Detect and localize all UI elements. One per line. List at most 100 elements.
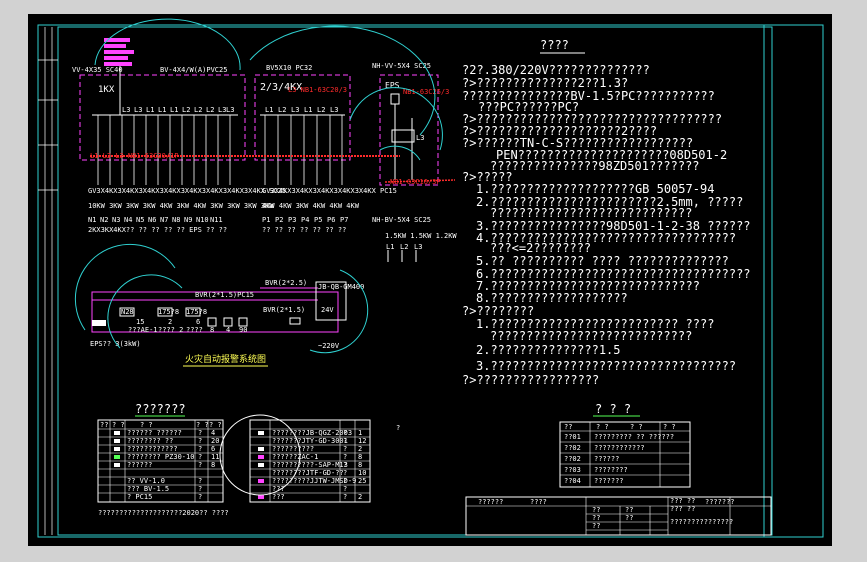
svg-text:?>????????????????????????????: ?>?????????????????????????????????? xyxy=(462,112,722,126)
title-block-logo: ??????? xyxy=(705,498,735,506)
svg-text:???<=2????????: ???<=2???????? xyxy=(490,241,591,255)
fire-device-counts: 15 2 6 8 4 90 ???AE-1 ???? 2 ???? xyxy=(128,318,247,334)
legend-left-title: ??????? xyxy=(135,402,186,416)
svg-text:?>??????TN-C-S????????????????: ?>??????TN-C-S?????????????????? xyxy=(462,136,693,150)
svg-text:1.????????????????????GB 50057: 1.????????????????????GB 50057-94 xyxy=(476,182,714,196)
legend-table-left[interactable]: ??????? ?? ? ? ? ? ? ? ? ? ?????? ??????… xyxy=(97,402,229,517)
svg-text:? ?: ? ? xyxy=(140,421,153,429)
svg-text:2: 2 xyxy=(358,493,362,501)
svg-text:?: ? xyxy=(198,485,202,493)
distribution-panel-234kx[interactable]: 2/3/4KX BV5X10 PC32 L3 NB1-63C20/3 L1 L2… xyxy=(254,64,351,185)
svg-text:L3: L3 xyxy=(134,106,142,114)
svg-text:?: ? xyxy=(343,485,347,493)
svg-text:????????????: ???????????? xyxy=(127,445,178,453)
svg-text:L1: L1 xyxy=(158,106,166,114)
svg-text:N11: N11 xyxy=(210,216,223,224)
svg-text:4: 4 xyxy=(226,326,230,334)
legend-table-right[interactable]: ? ? ? ?? ? ? ? ? ? ? ??01????????? ?? ??… xyxy=(559,402,691,488)
svg-text:PEN?????????????????????08D501: PEN?????????????????????08D501-2 xyxy=(496,148,727,162)
svg-text:?: ? xyxy=(343,429,347,437)
svg-text:????????????: ???????????? xyxy=(594,444,645,452)
svg-text:15: 15 xyxy=(136,318,144,326)
panel-eps-box xyxy=(379,74,439,186)
panel-234kx-breaker-labels: L1 L2 L3 L1 L2 L3 xyxy=(265,106,338,114)
title-block-project: ??????????????? xyxy=(670,518,733,526)
svg-text:P4: P4 xyxy=(301,216,309,224)
distribution-panel-eps[interactable]: EPS NH-VV-5X4 SC25 NB1-63C25/3 L3 NB1-63… xyxy=(372,62,449,186)
panel-eps-breaker-label: L3 xyxy=(416,134,424,142)
svg-text:? ?: ? ? xyxy=(596,423,609,431)
svg-text:L3: L3 xyxy=(414,243,422,251)
svg-text:???: ??? xyxy=(272,493,285,501)
fire-power-label: ~220V xyxy=(318,342,340,350)
left-margin-strip xyxy=(38,27,58,535)
svg-text:?>????????????????????2????: ?>????????????????????2???? xyxy=(462,124,657,138)
legend-right-rows: ??01????????? ?? ?????? ??02????????????… xyxy=(564,433,674,485)
svg-text:?>?????????????????: ?>????????????????? xyxy=(462,373,599,387)
svg-text:N8: N8 xyxy=(172,216,180,224)
svg-text:???????????????BV-1.5?PC??????: ???????????????BV-1.5?PC??????????? xyxy=(462,89,715,103)
fire-alarm-system-diagram[interactable]: BVR(2*1.5)PC15 BVR(2*2.5) BVR(2*1.5) JB-… xyxy=(74,243,369,367)
svg-text:?????????JJTW-JMSD-9: ?????????JJTW-JMSD-9 xyxy=(272,477,356,485)
svg-text:?: ? xyxy=(343,453,347,461)
cad-selection-arcs xyxy=(94,18,443,161)
title-block-cells: ?? ?? ?? ?? ?? xyxy=(592,506,633,530)
fire-eps-device xyxy=(92,320,106,326)
svg-text:P1: P1 xyxy=(262,216,270,224)
panel-1kx-feeder-tags xyxy=(104,38,134,66)
svg-text:3.????????????????????????????: 3.?????????????????????????????????? xyxy=(476,359,736,373)
svg-text:6: 6 xyxy=(196,318,200,326)
fire-devices: N28 175?8 175?8 xyxy=(119,307,301,327)
svg-text:??: ?? xyxy=(564,423,572,431)
svg-text:P2: P2 xyxy=(275,216,283,224)
svg-text:L3: L3 xyxy=(218,106,226,114)
panel-234kx-red: L3 NB1-63C20/3 xyxy=(288,86,347,94)
legend-table-middle[interactable]: ????????JB-QGZ-2003?1 ???????JTY-GD-3001… xyxy=(219,414,400,503)
title-block-code-b: ??? ?? xyxy=(670,505,695,513)
fire-control-panel[interactable] xyxy=(315,281,347,321)
svg-text:1.??????????????????????????: 1.?????????????????????????? ???? xyxy=(476,317,714,331)
svg-text:P3: P3 xyxy=(288,216,296,224)
svg-text:??????: ?????? xyxy=(127,461,152,469)
svg-text:11: 11 xyxy=(211,453,219,461)
svg-text:??: ?? xyxy=(625,514,633,522)
svg-text:??03: ??03 xyxy=(564,466,581,474)
svg-text:?>??????????????2??1.3?: ?>??????????????2??1.3? xyxy=(462,76,628,90)
svg-text:N9: N9 xyxy=(184,216,192,224)
svg-text:? PC15: ? PC15 xyxy=(127,493,152,501)
svg-text:???????? PZ30-10: ???????? PZ30-10 xyxy=(127,453,194,461)
panel-eps-red: NB1-63C25/3 xyxy=(403,88,449,96)
svg-text:7.????????????????????????????: 7.????????????????????????????? xyxy=(476,279,700,293)
svg-text:P7: P7 xyxy=(340,216,348,224)
svg-text:N4: N4 xyxy=(124,216,132,224)
circuit-numbers-panel2: P1 P2 P3 P4 P5 P6 P7 xyxy=(262,216,348,224)
panel-1kx-red-rail: L1 L2 L3 NB1-63C20/1P xyxy=(90,152,179,160)
svg-text:N2: N2 xyxy=(100,216,108,224)
svg-text:L2: L2 xyxy=(194,106,202,114)
svg-text:N28: N28 xyxy=(121,308,134,316)
svg-text:L2: L2 xyxy=(206,106,214,114)
svg-text:L2: L2 xyxy=(278,106,286,114)
svg-text:8: 8 xyxy=(358,461,362,469)
svg-text:?: ? xyxy=(198,437,202,445)
svg-text:5.?? ?????????? ???? ??: 5.?? ?????????? ???? ?????????????? xyxy=(476,254,729,268)
svg-text:3.????????????????98D501-1-2-3: 3.????????????????98D501-1-2-38 ?????? xyxy=(476,219,751,233)
inner-frame xyxy=(57,26,773,536)
title-block-label-2: ???? xyxy=(530,498,547,506)
svg-text:????????????????????????????: ???????????????????????????? xyxy=(490,206,692,220)
title-block[interactable]: ?????? ???? ?? ?? ?? ?? ?? ??? ?? ??? ??… xyxy=(465,496,772,536)
svg-text:8: 8 xyxy=(210,326,214,334)
panel-1kx-box xyxy=(79,74,246,161)
svg-text:??????: ?????? xyxy=(594,455,619,463)
svg-text:? ?: ? ? xyxy=(663,423,676,431)
svg-text:?? VV-1.0: ?? VV-1.0 xyxy=(127,477,165,485)
fire-bus-label-3: BVR(2*1.5) xyxy=(263,306,305,314)
svg-text:? ?: ? ? xyxy=(196,421,209,429)
svg-text:??: ?? xyxy=(592,522,600,530)
legend-mid-rows: ????????JB-QGZ-2003?1 ???????JTY-GD-3001… xyxy=(272,429,366,501)
svg-text:L1: L1 xyxy=(170,106,178,114)
svg-text:N3: N3 xyxy=(112,216,120,224)
distribution-panel-1kx[interactable]: 1KX VV-4X35 SC40 BV-4X4/W(A)PVC25 L1 L1 … xyxy=(72,38,246,185)
svg-text:?: ? xyxy=(198,477,202,485)
